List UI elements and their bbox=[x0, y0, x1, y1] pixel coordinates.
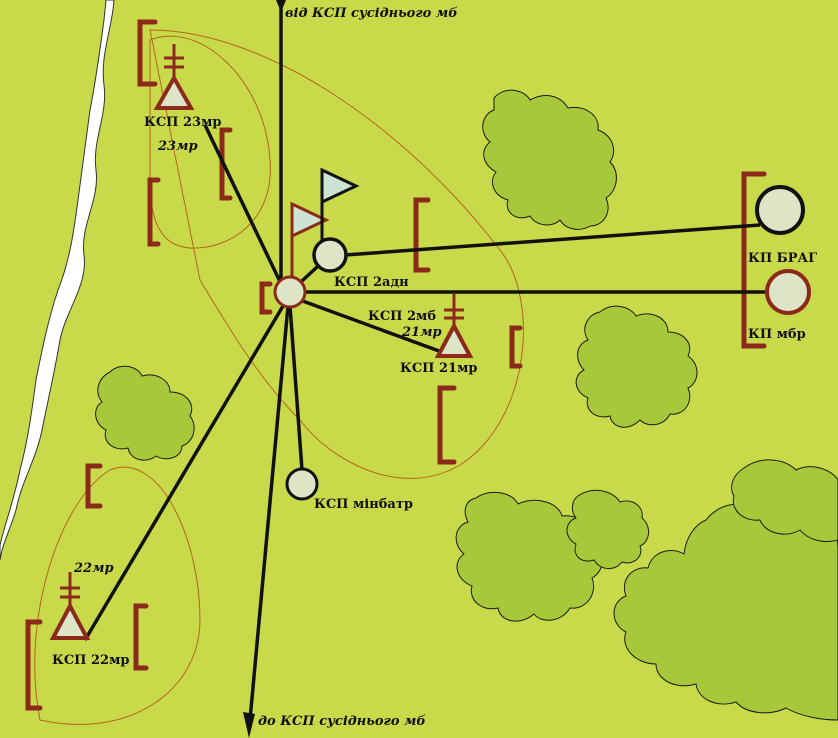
post-23mr bbox=[153, 44, 195, 110]
forest-patches bbox=[95, 89, 838, 721]
forest-patch bbox=[482, 89, 617, 230]
position-bracket-icon bbox=[147, 177, 161, 247]
forest-patch bbox=[566, 489, 649, 569]
position-bracket-icon bbox=[133, 603, 149, 671]
label-ksp-21mr: КСП 21мр bbox=[400, 361, 477, 376]
post-22mr bbox=[49, 572, 91, 640]
label-r-22mr: 22мр bbox=[73, 561, 114, 576]
label-outgoing-bottom: до КСП сусіднього мб bbox=[258, 714, 426, 729]
post-21mr bbox=[434, 294, 474, 358]
position-bracket-icon bbox=[741, 171, 767, 349]
zone-battalion bbox=[149, 29, 524, 479]
zone-23mr bbox=[149, 35, 271, 249]
position-bracket-icon bbox=[25, 619, 43, 711]
label-incoming-top: від КСП сусіднього мб bbox=[285, 6, 458, 21]
label-kp-mbr: КП мбр bbox=[748, 327, 806, 342]
label-kp-brag: КП БРАГ bbox=[748, 251, 817, 266]
forest-patch bbox=[731, 459, 838, 543]
unit-zones bbox=[34, 29, 524, 725]
label-ksp-23mr: КСП 23мр bbox=[144, 115, 221, 130]
map-labels: від КСП сусіднього мб до КСП сусіднього … bbox=[52, 6, 817, 729]
position-bracket-icon bbox=[509, 325, 523, 369]
label-r-21mr: 21мр bbox=[401, 325, 442, 340]
label-ksp-2adn: КСП 2адн bbox=[334, 275, 409, 290]
position-bracket-icon bbox=[137, 19, 158, 87]
pennant-flag-icon bbox=[320, 167, 360, 205]
zone-22mr bbox=[34, 466, 201, 725]
nodes bbox=[273, 185, 811, 501]
label-ksp-minbatr: КСП мінбатр bbox=[314, 497, 413, 512]
ksp-2adn-node bbox=[312, 237, 348, 273]
link-to-minbatr bbox=[288, 305, 304, 471]
link-to-23mr bbox=[203, 124, 286, 291]
link-2adn-to-brag bbox=[344, 223, 761, 257]
kp-mbr-node bbox=[765, 269, 811, 315]
triangle-with-mast-icon bbox=[434, 321, 474, 358]
triangle-with-mast-icon bbox=[153, 73, 195, 110]
battalion-cp-node bbox=[273, 275, 307, 309]
arrow-down-icon bbox=[276, 0, 286, 12]
link-to-21mr bbox=[299, 298, 451, 357]
forest-patch bbox=[95, 365, 195, 461]
signal-links bbox=[83, 0, 770, 738]
link-outgoing-bottom bbox=[248, 305, 290, 721]
position-bracket-icon bbox=[413, 197, 431, 273]
position-bracket-icon bbox=[259, 281, 273, 315]
position-brackets bbox=[25, 19, 767, 711]
triangle-with-mast-icon bbox=[49, 601, 91, 640]
label-ksp-2mb: КСП 2мб bbox=[368, 309, 436, 324]
position-bracket-icon bbox=[85, 463, 103, 509]
forest-patch bbox=[455, 491, 603, 622]
river bbox=[0, 0, 115, 561]
flags bbox=[290, 167, 360, 278]
pennant-flag-icon bbox=[290, 201, 330, 239]
ksp-minbatr-node bbox=[285, 467, 319, 501]
arrow-down-icon bbox=[243, 712, 255, 738]
forest-patch bbox=[575, 305, 698, 428]
label-ksp-22mr: КСП 22мр bbox=[52, 653, 129, 668]
kp-brag-node bbox=[755, 185, 805, 235]
link-to-22mr bbox=[83, 305, 285, 641]
position-bracket-icon bbox=[437, 385, 457, 465]
label-r-23mr: 23мр bbox=[157, 139, 198, 154]
